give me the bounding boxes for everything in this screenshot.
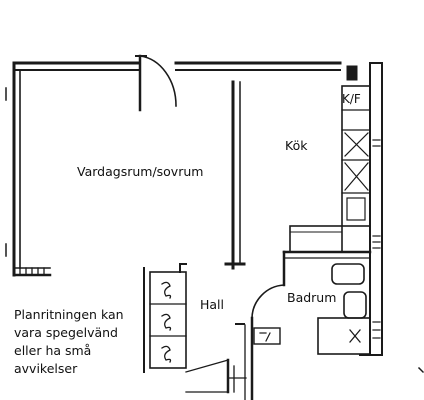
corner-mark [417, 366, 424, 374]
kitchen-counter [341, 65, 371, 227]
outer-wall-left [5, 61, 21, 277]
room-label-kitchen: Kök [285, 138, 308, 153]
hall-wardrobes [143, 263, 187, 373]
living-bottom-wall [12, 267, 52, 277]
bathroom-walls [244, 250, 372, 400]
kitchen-right-wall [359, 62, 383, 356]
interior-walls [179, 80, 246, 270]
fixture-label-fridge-freezer: K/F [342, 92, 361, 106]
entry-door [135, 54, 177, 112]
bathroom-fixtures [253, 263, 371, 355]
kitchen-lower-counter [289, 225, 343, 253]
outer-wall-top [12, 61, 383, 71]
room-label-living: Vardagsrum/sovrum [77, 164, 204, 179]
disclaimer-note: Planritningen kan vara spegelvänd eller … [14, 306, 139, 378]
room-label-hall: Hall [200, 297, 225, 312]
hall-lower-walls [185, 323, 247, 394]
room-label-bathroom: Badrum [287, 290, 337, 305]
